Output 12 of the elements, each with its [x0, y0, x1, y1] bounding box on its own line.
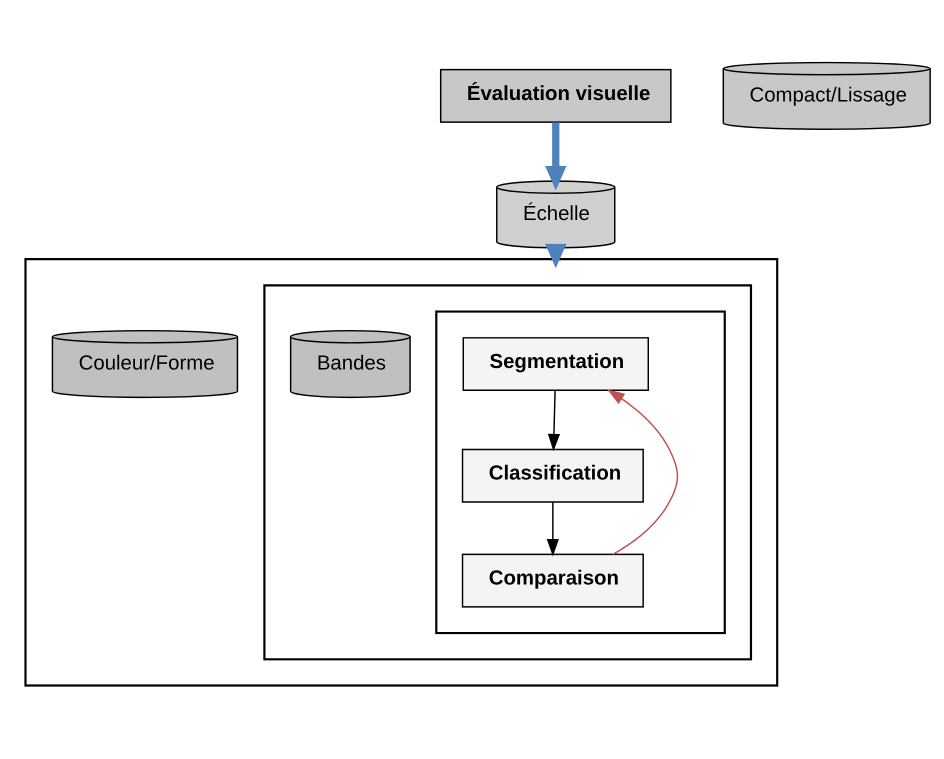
cluster [24, 258, 778, 686]
arrow [548, 390, 560, 451]
node-box: Classification [462, 448, 644, 502]
arrow [546, 502, 559, 556]
cluster [263, 284, 752, 660]
arrow [545, 122, 566, 190]
node-box: Comparaison [462, 553, 644, 608]
node-box: Évaluation visuelle [440, 68, 672, 122]
arrow [607, 388, 678, 555]
arrow [545, 243, 566, 268]
node-box: Segmentation [462, 336, 649, 390]
cluster [435, 310, 726, 634]
